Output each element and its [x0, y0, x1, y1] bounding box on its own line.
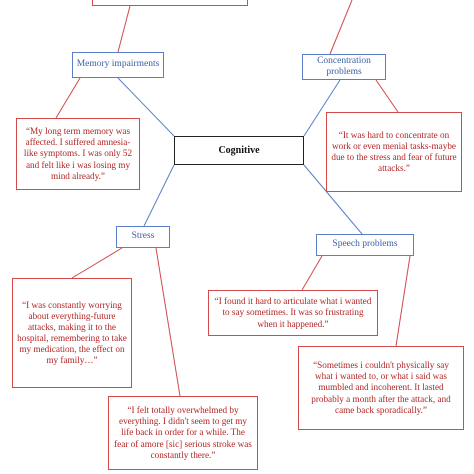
connector-center-stress [143, 164, 175, 227]
quote-stress-2-text: “I felt totally overwhelmed by everythin… [114, 405, 252, 460]
quote-box-top-left [92, 0, 248, 6]
connector-speech-quote2 [395, 255, 411, 347]
connector-memory-top [117, 5, 131, 53]
category-concentration-problems: Concentration problems [302, 54, 386, 80]
center-node-cognitive: Cognitive [174, 136, 304, 165]
connector-stress-quote2 [155, 247, 181, 397]
center-node-label: Cognitive [218, 144, 260, 156]
connector-speech-quote1 [301, 255, 323, 291]
quote-concentration: “It was hard to concentrate on work or e… [326, 112, 462, 192]
category-memory-label: Memory impairments [76, 59, 160, 70]
quote-memory: “My long term memory was affected. I suf… [16, 118, 140, 190]
quote-memory-text: “My long term memory was affected. I suf… [23, 126, 133, 181]
connector-concentration-top [329, 0, 353, 55]
category-concentration-label: Concentration problems [317, 55, 371, 77]
quote-stress-2: “I felt totally overwhelmed by everythin… [108, 396, 258, 470]
connector-center-speech [303, 164, 363, 235]
category-speech-problems: Speech problems [316, 234, 414, 256]
category-stress: Stress [116, 226, 170, 248]
quote-stress-1: “I was constantly worrying about everyth… [12, 278, 132, 388]
quote-speech-1: “I found it hard to articulate what i wa… [208, 290, 378, 336]
category-memory-impairments: Memory impairments [72, 52, 164, 78]
quote-concentration-text: “It was hard to concentrate on work or e… [331, 129, 457, 174]
quote-stress-1-text: “I was constantly worrying about everyth… [17, 299, 127, 366]
quote-speech-2-text: “Sometimes i couldn't physically say wha… [311, 360, 451, 415]
connector-stress-quote1 [71, 247, 123, 279]
connector-concentration-quote [375, 79, 399, 113]
quote-speech-1-text: “I found it hard to articulate what i wa… [214, 296, 372, 329]
connector-center-concentration [303, 79, 341, 137]
category-speech-label: Speech problems [332, 239, 398, 250]
quote-speech-2: “Sometimes i couldn't physically say wha… [298, 346, 464, 430]
category-stress-label: Stress [131, 231, 155, 242]
connector-memory-quote [55, 77, 81, 119]
connector-center-memory [117, 77, 175, 137]
